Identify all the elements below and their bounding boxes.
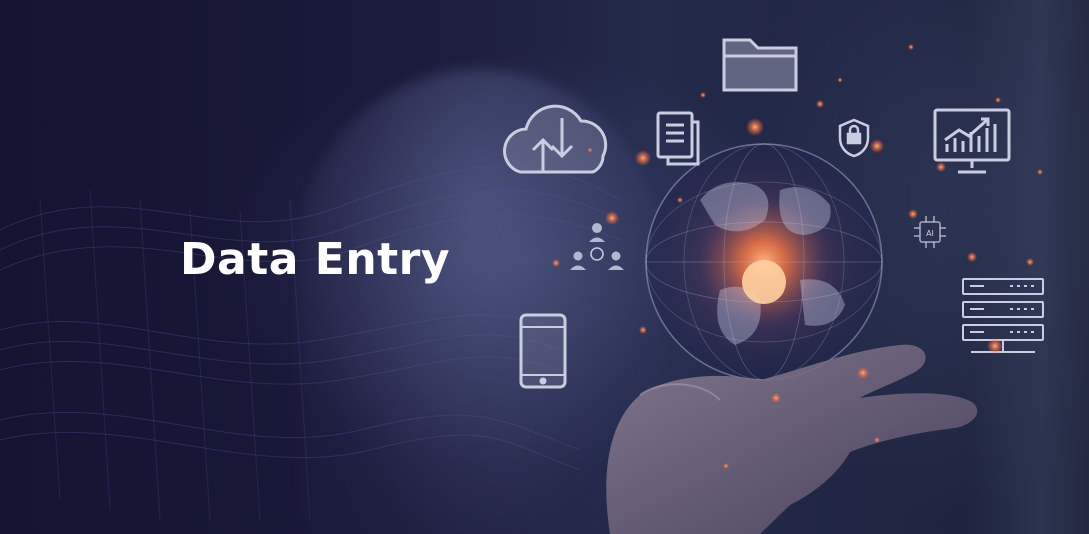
folder-icon	[722, 38, 798, 92]
hero-title: Data Entry	[180, 234, 451, 285]
analytics-monitor-icon	[933, 108, 1011, 174]
network-people-icon	[570, 223, 624, 270]
svg-text:AI: AI	[926, 229, 934, 238]
smartphone-icon	[519, 313, 567, 389]
person-silhouette	[300, 70, 660, 534]
document-icon	[656, 111, 700, 166]
server-rack-icon	[962, 278, 1044, 353]
cloud-sync-icon	[503, 104, 608, 174]
open-hand	[606, 344, 978, 534]
shield-lock-icon	[838, 118, 870, 158]
ai-chip-icon: AI	[914, 216, 946, 248]
background-window-panel	[969, 0, 1089, 534]
globe-icon	[645, 143, 883, 381]
glow-particles	[552, 44, 1043, 469]
